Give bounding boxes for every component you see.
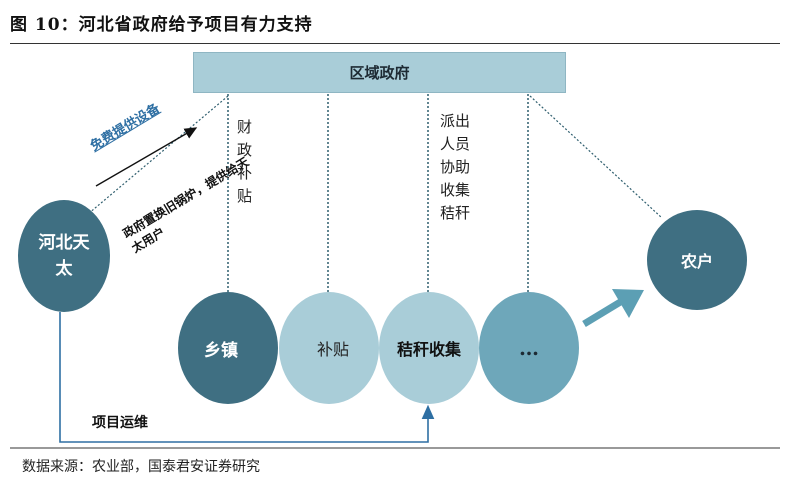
farmer-label: 农户: [680, 252, 713, 271]
more-label: …: [519, 336, 539, 360]
subsidy-label: 补贴: [316, 340, 349, 359]
straw-collection-node: 秸秆收集: [379, 292, 479, 404]
township-label: 乡镇: [204, 340, 238, 361]
fiscal-subsidy-label: 财政补贴: [237, 118, 253, 205]
figure-source: 数据来源：农业部，国泰君安证券研究: [22, 459, 260, 475]
dotted-line-gov-farmer: [529, 95, 663, 219]
dotted-line-gov-hebei: [87, 95, 229, 215]
farmer-node: 农户: [647, 210, 747, 310]
hebei-tiantai-node: 河北天太: [18, 200, 110, 312]
figure-title: 图 10：河北省政府给予项目有力支持: [10, 15, 313, 35]
more-node: …: [479, 292, 579, 404]
arrow-free-equipment: [95, 127, 198, 187]
hebei-tiantai-label: 河北天太: [38, 233, 90, 279]
title-divider: [10, 43, 780, 44]
straw-collection-label: 秸秆收集: [396, 340, 461, 359]
arrow-to-farmer: [582, 289, 644, 327]
project-ops-label: 项目运维: [92, 415, 148, 431]
project-ops-line: [59, 312, 435, 443]
dispatch-staff-label: 派出人员协助收集秸秆: [440, 112, 471, 222]
subsidy-node: 补贴: [279, 292, 379, 404]
township-node: 乡镇: [178, 292, 278, 404]
region-gov-box: 区域政府: [193, 52, 566, 93]
